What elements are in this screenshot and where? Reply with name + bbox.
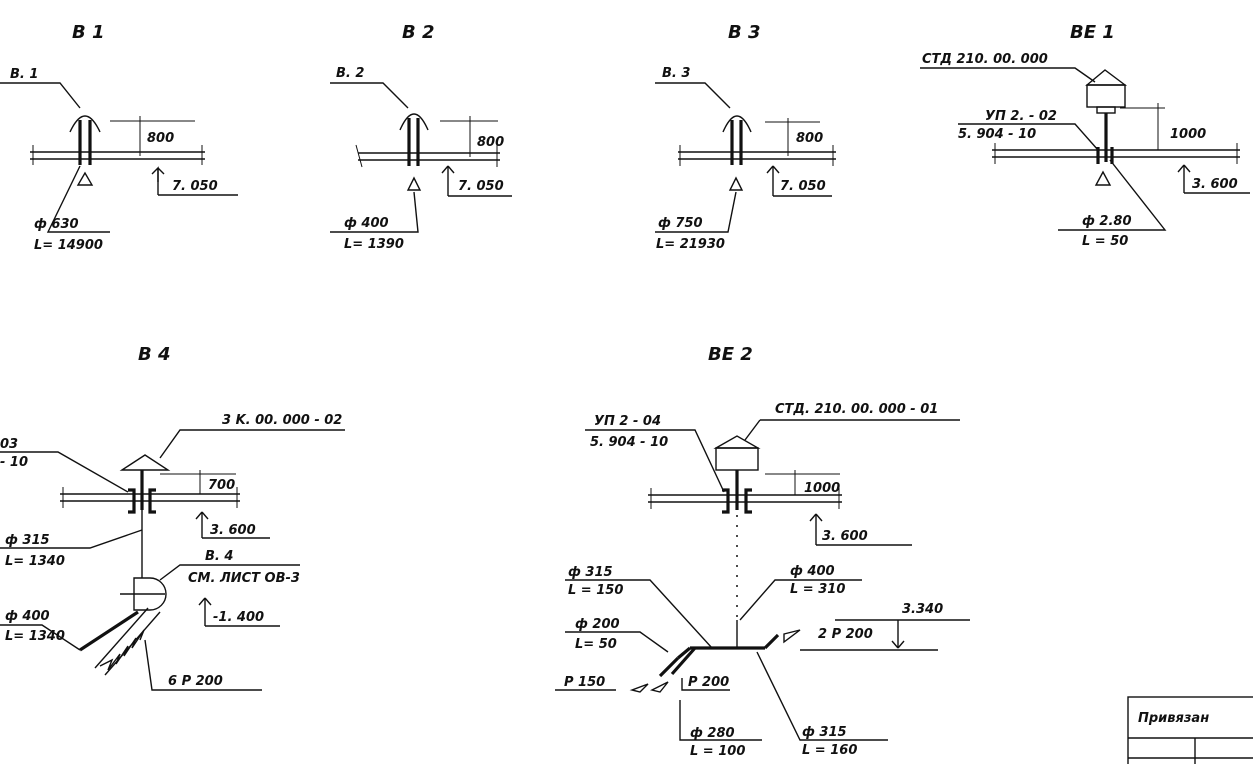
scheme-v3: B 3 B. 3 800 7. 050 ф 750 L= 21930	[655, 22, 836, 252]
dia2-v4: ф 400	[5, 609, 50, 624]
mark-v1: 7. 050	[172, 179, 218, 194]
dia-ve1: ф 2.80	[1082, 214, 1132, 229]
scheme-v1: B 1 B. 1 800 7. 050 ф 630 L= 14900	[0, 22, 238, 253]
part1-v4: 03	[0, 437, 18, 452]
mark-ve2: 3. 600	[822, 529, 868, 544]
grille2-ve2: P 150	[564, 675, 605, 690]
dia4-ve2: ф 280	[690, 726, 735, 741]
height-ve2: 1000	[804, 481, 840, 496]
dia1-v4: ф 315	[5, 533, 50, 548]
dia-v3: ф 750	[658, 216, 703, 231]
part1-ve2: УП 2 - 04	[594, 414, 661, 429]
stamp-table: Привязан	[1127, 696, 1253, 764]
len-ve1: L = 50	[1082, 234, 1128, 249]
scheme-v4: B 4 3 K. 00. 000 - 02 03 - 10 700 3. 600…	[0, 344, 345, 691]
title-v2: B 2	[402, 22, 435, 43]
fan-unit	[715, 447, 759, 471]
len1-ve2: L = 150	[568, 583, 623, 598]
mark2-ve2: 3.340	[902, 602, 943, 617]
len5-ve2: L = 160	[802, 743, 857, 758]
grille	[629, 683, 649, 693]
title-v4: B 4	[138, 344, 171, 365]
tag-v4: B. 4	[205, 549, 233, 564]
grille-row	[99, 629, 145, 671]
mark2-v4: -1. 400	[213, 610, 264, 625]
scheme-v2: B 2 B. 2 800 7. 050 ф 400 L= 1390	[330, 22, 512, 252]
unit-ve1: СТД 210. 00. 000	[922, 52, 1048, 67]
fan-triangle	[728, 176, 744, 191]
unit-ve2: СТД. 210. 00. 000 - 01	[775, 402, 938, 417]
grille3-ve2: P 200	[688, 675, 729, 690]
len-v1: L= 14900	[34, 238, 103, 253]
mark-ve1: 3. 600	[1192, 177, 1238, 192]
fan-hood	[713, 435, 761, 449]
grille-v4: 6 P 200	[168, 674, 223, 689]
grille1-ve2: 2 P 200	[818, 627, 873, 642]
fan-triangle	[406, 176, 422, 191]
height-v2: 800	[477, 135, 504, 150]
len2-ve2: L = 310	[790, 582, 845, 597]
len1-v4: L= 1340	[5, 554, 65, 569]
deflector-cap	[69, 115, 101, 133]
fan-triangle	[76, 171, 94, 186]
title-v3: B 3	[728, 22, 761, 43]
part2-v4: - 10	[0, 455, 28, 470]
part2-ve1: 5. 904 - 10	[958, 127, 1036, 142]
part2-ve2: 5. 904 - 10	[590, 435, 668, 450]
mark-v3: 7. 050	[780, 179, 826, 194]
len2-v4: L= 1340	[5, 629, 65, 644]
tag-v2: B. 2	[336, 66, 364, 81]
stamp-label: Привязан	[1138, 711, 1209, 726]
len-v3: L= 21930	[656, 237, 725, 252]
dia5-ve2: ф 315	[802, 725, 847, 740]
fan-triangle	[1094, 170, 1112, 186]
ref-v4: CM. ЛИСТ ОВ-3	[188, 571, 300, 586]
height-ve1: 1000	[1170, 127, 1206, 142]
dia3-ve2: ф 200	[575, 617, 620, 632]
tag-v1: B. 1	[10, 67, 38, 82]
dia1-ve2: ф 315	[568, 565, 613, 580]
deflector-cap	[119, 454, 171, 471]
title-ve1: BE 1	[1070, 22, 1115, 43]
height-v1: 800	[147, 131, 174, 146]
scheme-ve1: BE 1 СТД 210. 00. 000 УП 2. - 02 5. 904 …	[920, 22, 1250, 249]
mark-v2: 7. 050	[458, 179, 504, 194]
height-v4: 700	[208, 478, 235, 493]
title-v1: B 1	[72, 22, 105, 43]
grille	[649, 681, 669, 693]
fan-hood	[1085, 69, 1128, 86]
tag-v3: B. 3	[662, 66, 690, 81]
part1-ve1: УП 2. - 02	[985, 109, 1057, 124]
grille	[783, 629, 801, 644]
dia2-ve2: ф 400	[790, 564, 835, 579]
air-heater	[133, 577, 167, 611]
title-ve2: BE 2	[708, 344, 753, 365]
dia-v2: ф 400	[344, 216, 389, 231]
scheme-ve2: BE 2 СТД. 210. 00. 000 - 01 УП 2 - 04 5.…	[555, 344, 970, 759]
len4-ve2: L = 100	[690, 744, 745, 759]
height-v3: 800	[796, 131, 823, 146]
dia-v1: ф 630	[34, 217, 79, 232]
mark-v4: 3. 600	[210, 523, 256, 538]
unit-v4: 3 K. 00. 000 - 02	[222, 413, 342, 428]
len-v2: L= 1390	[344, 237, 404, 252]
fan-unit	[1086, 84, 1126, 108]
len3-ve2: L= 50	[575, 637, 617, 652]
